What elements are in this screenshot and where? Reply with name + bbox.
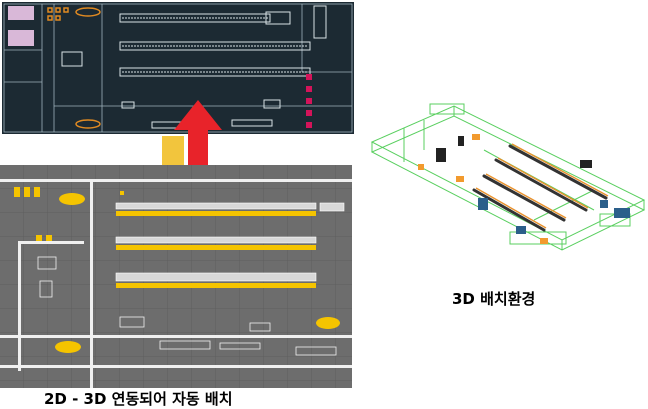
topview-conveyors — [116, 211, 316, 288]
iso-3d-layout — [364, 90, 648, 280]
caption-3d-environment: 3D 배치환경 — [452, 290, 536, 308]
iso-conveyor-rails — [475, 143, 609, 229]
cad-2d-layout — [2, 2, 354, 134]
topview-2d-layout — [0, 165, 352, 388]
iso-conveyors — [472, 144, 608, 232]
iso-wireframe — [370, 103, 646, 251]
cad-magenta-markers — [306, 74, 312, 128]
caption-2d-3d-linked: 2D - 3D 연동되어 자동 배치 — [44, 390, 233, 408]
iso-drawing — [370, 103, 646, 251]
topview-drawing — [0, 165, 352, 388]
office-room — [8, 6, 34, 20]
iso-machines — [478, 198, 630, 234]
office-room — [8, 30, 34, 46]
arrow-up-icon — [174, 100, 222, 193]
